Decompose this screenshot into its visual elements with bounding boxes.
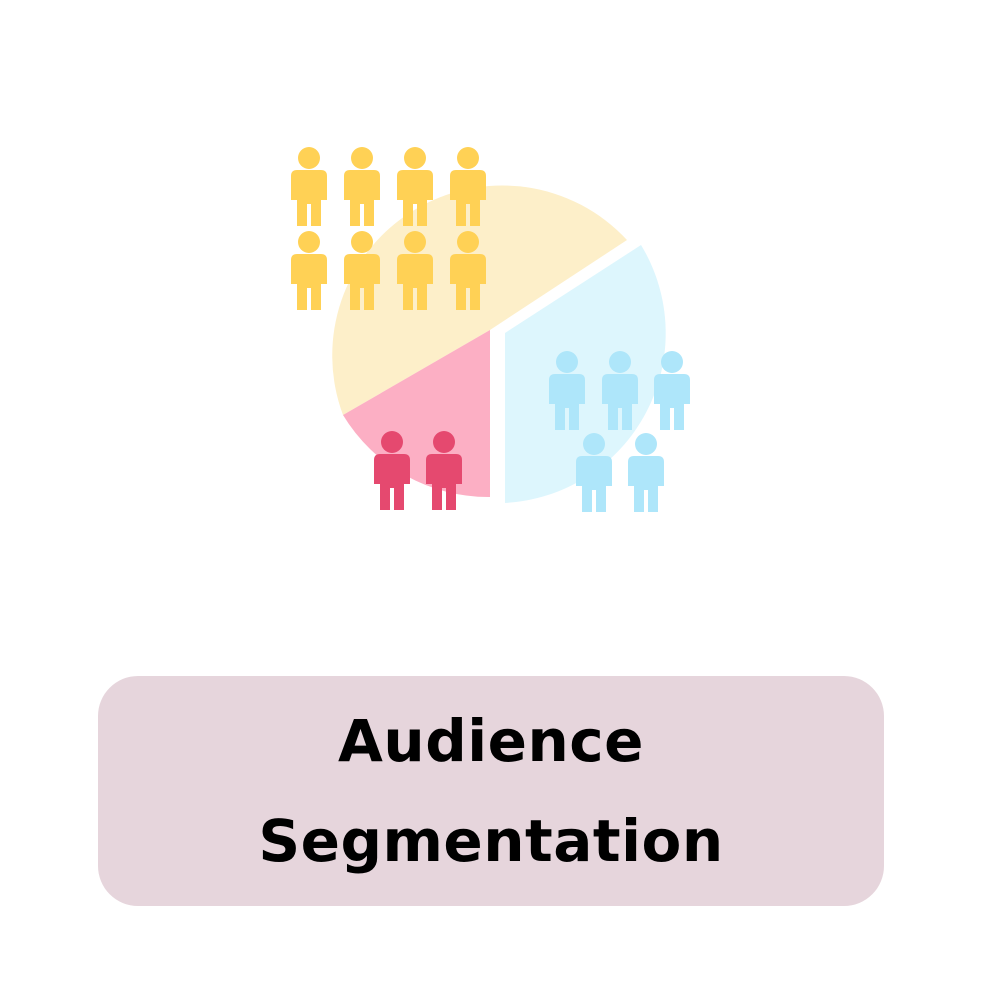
audience-segmentation-illustration bbox=[291, 147, 690, 512]
person-icon bbox=[344, 147, 380, 226]
title-line-1: Audience bbox=[338, 707, 644, 775]
label-card: Audience Segmentation bbox=[98, 676, 884, 906]
title-line-2: Segmentation bbox=[258, 807, 724, 875]
person-icon bbox=[291, 231, 327, 310]
person-icon bbox=[628, 433, 664, 512]
pie-segment-medium bbox=[505, 245, 666, 503]
person-icon bbox=[291, 147, 327, 226]
